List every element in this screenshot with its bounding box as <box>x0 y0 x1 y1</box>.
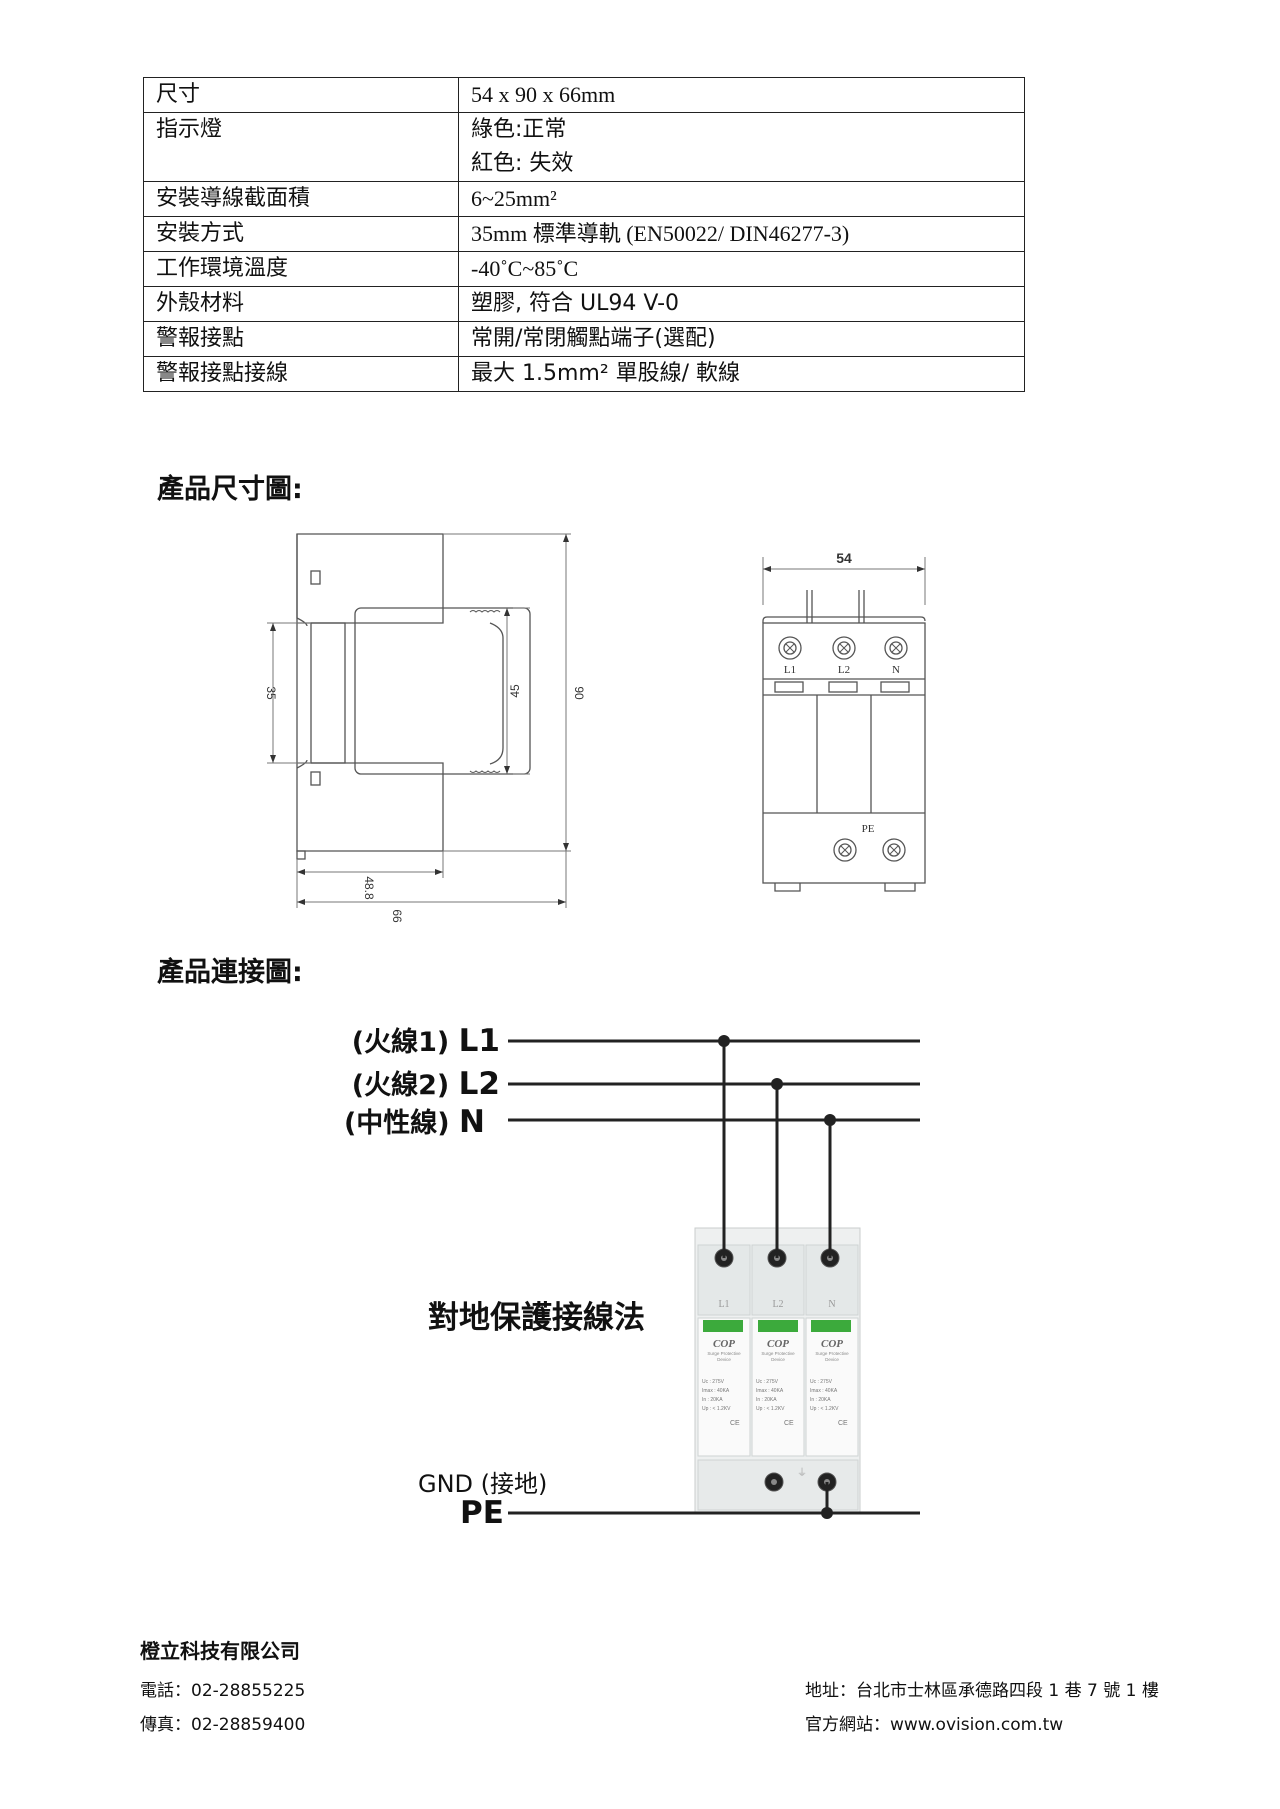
spec-key: 安裝方式 <box>143 216 459 252</box>
surge-protector-device: L1 L2 N COP COP COP Surge Protective Dev… <box>694 1227 861 1514</box>
table-row: 外殼材料 塑膠, 符合 UL94 V-0 <box>143 286 1025 322</box>
spec-key: 尺寸 <box>143 77 459 113</box>
device-subtitle: Device <box>825 1357 839 1362</box>
ce-mark: CE <box>838 1420 848 1427</box>
pe-label: PE <box>460 1495 504 1531</box>
spec-table: 尺寸 54 x 90 x 66mm 指示燈 綠色:正常 紅色: 失效 安裝導線截… <box>143 77 1025 392</box>
table-row: 警報接點接線 最大 1.5mm² 單股線/ 軟線 <box>143 356 1025 392</box>
spec-key: 警報接點 <box>143 321 459 357</box>
section-title-dimension: 產品尺寸圖: <box>157 474 303 505</box>
spec-value-line: 紅色: 失效 <box>471 151 574 176</box>
spec-value: 常開/常閉觸點端子(選配) <box>458 321 1025 357</box>
pe-terminal-label: PE <box>862 823 875 835</box>
dim-48-8-label: 48.8 <box>362 876 376 900</box>
table-row: 安裝導線截面積 6~25mm² <box>143 181 1025 217</box>
terminal-l2-label: L2 <box>838 664 850 676</box>
table-row: 工作環境溫度 -40˚C~85˚C <box>143 251 1025 287</box>
device-subtitle: Surge Protective <box>707 1351 741 1356</box>
device-spec: Up : < 1.2KV <box>810 1406 839 1412</box>
table-row: 尺寸 54 x 90 x 66mm <box>143 77 1025 113</box>
line-l2-name: L2 <box>458 1066 500 1102</box>
spec-key: 工作環境溫度 <box>143 251 459 287</box>
fax: 傳真：02-28859400 <box>140 1715 306 1735</box>
gnd-label: GND (接地) <box>418 1470 548 1498</box>
wiring-diagram: L1 L2 N COP COP COP Surge Protective Dev… <box>508 1035 920 1519</box>
device-spec: In : 20KA <box>756 1397 777 1403</box>
terminal-l1-label: L1 <box>784 664 796 676</box>
ce-mark: CE <box>784 1420 794 1427</box>
table-row: 指示燈 綠色:正常 紅色: 失效 <box>143 112 1025 182</box>
device-terminal-l1: L1 <box>718 1299 729 1310</box>
terminal-n-label: N <box>892 664 900 676</box>
table-row: 安裝方式 35mm 標準導軌 (EN50022/ DIN46277-3) <box>143 216 1025 252</box>
spec-key: 外殼材料 <box>143 286 459 322</box>
line-l2-prefix: (火線2) <box>351 1070 450 1101</box>
side-view-drawing: 35 45 90 48.8 66 <box>264 533 585 923</box>
spec-value: 塑膠, 符合 UL94 V-0 <box>458 286 1025 322</box>
device-brand: COP <box>767 1338 789 1350</box>
ce-mark: CE <box>730 1420 740 1427</box>
website: 官方網站：www.ovision.com.tw <box>805 1715 1064 1735</box>
spec-value: 54 x 90 x 66mm <box>458 77 1025 113</box>
device-subtitle: Surge Protective <box>761 1351 795 1356</box>
line-l2-label: (火線2) L2 <box>330 1063 500 1102</box>
section-title-connection: 產品連接圖: <box>157 957 303 988</box>
dim-66-label: 66 <box>390 909 404 923</box>
device-subtitle: Device <box>717 1357 731 1362</box>
device-terminal-l2: L2 <box>772 1299 783 1310</box>
front-view-drawing: 54 L1 L2 N PE <box>762 550 926 892</box>
spec-value: 綠色:正常 紅色: 失效 <box>458 112 1025 182</box>
device-spec: Imax : 40KA <box>810 1388 838 1394</box>
line-l1-prefix: (火線1) <box>351 1027 450 1058</box>
line-n-label: (中性線) N <box>330 1101 485 1140</box>
dim-54-label: 54 <box>836 550 852 566</box>
line-l1-name: L1 <box>458 1023 500 1059</box>
device-spec: Up : < 1.2KV <box>756 1406 785 1412</box>
device-spec: Imax : 40KA <box>756 1388 784 1394</box>
device-spec: Uc : 275V <box>810 1379 833 1385</box>
device-terminal-n: N <box>828 1299 835 1310</box>
spec-value: 35mm 標準導軌 (EN50022/ DIN46277-3) <box>458 216 1025 252</box>
device-brand: COP <box>713 1338 735 1350</box>
spec-value: 6~25mm² <box>458 181 1025 217</box>
dim-35-label: 35 <box>264 686 278 700</box>
device-spec: Uc : 275V <box>702 1379 725 1385</box>
spec-key: 警報接點接線 <box>143 356 459 392</box>
device-spec: Uc : 275V <box>756 1379 779 1385</box>
phone: 電話：02-28855225 <box>140 1681 306 1701</box>
ground-symbol-icon: ⏚ <box>797 1467 807 1479</box>
device-spec: Up : < 1.2KV <box>702 1406 731 1412</box>
spec-value: -40˚C~85˚C <box>458 251 1025 287</box>
spec-key: 指示燈 <box>143 112 459 182</box>
address: 地址：台北市士林區承德路四段 1 巷 7 號 1 樓 <box>805 1681 1159 1701</box>
device-subtitle: Device <box>771 1357 785 1362</box>
line-n-prefix: (中性線) <box>343 1108 450 1139</box>
table-row: 警報接點 常開/常閉觸點端子(選配) <box>143 321 1025 357</box>
dim-45-label: 45 <box>508 684 522 698</box>
device-brand: COP <box>821 1338 843 1350</box>
device-spec: Imax : 40KA <box>702 1388 730 1394</box>
spec-key: 安裝導線截面積 <box>143 181 459 217</box>
device-spec: In : 20KA <box>810 1397 831 1403</box>
line-n-name: N <box>459 1104 485 1140</box>
dim-90-label: 90 <box>572 686 585 700</box>
company-name: 橙立科技有限公司 <box>140 1639 300 1663</box>
spec-value: 最大 1.5mm² 單股線/ 軟線 <box>458 356 1025 392</box>
line-l1-label: (火線1) L1 <box>330 1020 500 1059</box>
device-spec: In : 20KA <box>702 1397 723 1403</box>
spec-value-line: 綠色:正常 <box>471 117 567 142</box>
grounding-method-title: 對地保護接線法 <box>428 1300 645 1336</box>
device-subtitle: Surge Protective <box>815 1351 849 1356</box>
